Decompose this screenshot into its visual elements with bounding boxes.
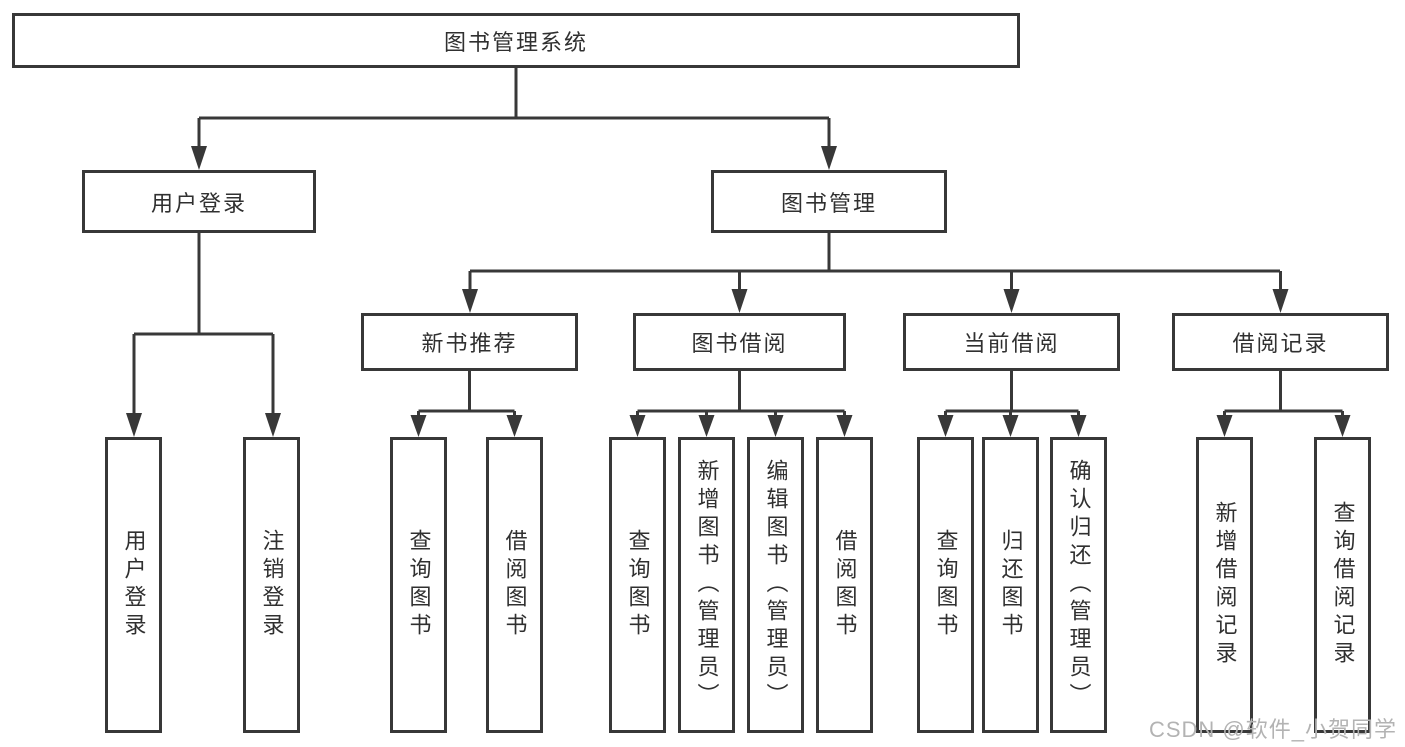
leaf-label: 用户登录 <box>121 529 147 641</box>
leaf-add-books-admin: 新增图书（管理员） <box>678 437 735 733</box>
node-book-management: 图书管理 <box>711 170 947 233</box>
leaf-query-books-3: 查询图书 <box>917 437 974 733</box>
leaf-add-borrow-record: 新增借阅记录 <box>1196 437 1253 733</box>
leaf-label: 新增图书（管理员） <box>694 459 720 711</box>
node-user-login: 用户登录 <box>82 170 316 233</box>
leaf-label: 确认归还（管理员） <box>1066 459 1092 711</box>
leaf-logout: 注销登录 <box>243 437 300 733</box>
node-borrow-records: 借阅记录 <box>1172 313 1389 371</box>
leaf-label: 借阅图书 <box>832 529 858 641</box>
leaf-label: 借阅图书 <box>502 529 528 641</box>
node-library-system: 图书管理系统 <box>12 13 1020 68</box>
node-book-borrowing: 图书借阅 <box>633 313 846 371</box>
node-current-borrowing: 当前借阅 <box>903 313 1120 371</box>
leaf-confirm-return-admin: 确认归还（管理员） <box>1050 437 1107 733</box>
node-new-book-recommend: 新书推荐 <box>361 313 578 371</box>
leaf-query-books-2: 查询图书 <box>609 437 666 733</box>
leaf-query-borrow-record: 查询借阅记录 <box>1314 437 1371 733</box>
leaf-borrow-books-2: 借阅图书 <box>816 437 873 733</box>
leaf-return-books: 归还图书 <box>982 437 1039 733</box>
leaf-query-books-1: 查询图书 <box>390 437 447 733</box>
csdn-watermark: CSDN @软件_小贺同学 <box>1148 717 1397 742</box>
leaf-borrow-books-1: 借阅图书 <box>486 437 543 733</box>
leaf-label: 归还图书 <box>998 529 1024 641</box>
leaf-user-login: 用户登录 <box>105 437 162 733</box>
leaf-label: 查询借阅记录 <box>1330 501 1356 669</box>
leaf-label: 查询图书 <box>406 529 432 641</box>
leaf-label: 编辑图书（管理员） <box>763 459 789 711</box>
leaf-label: 新增借阅记录 <box>1212 501 1238 669</box>
leaf-edit-books-admin: 编辑图书（管理员） <box>747 437 804 733</box>
leaf-label: 查询图书 <box>933 529 959 641</box>
leaf-label: 注销登录 <box>259 529 285 641</box>
leaf-label: 查询图书 <box>625 529 651 641</box>
